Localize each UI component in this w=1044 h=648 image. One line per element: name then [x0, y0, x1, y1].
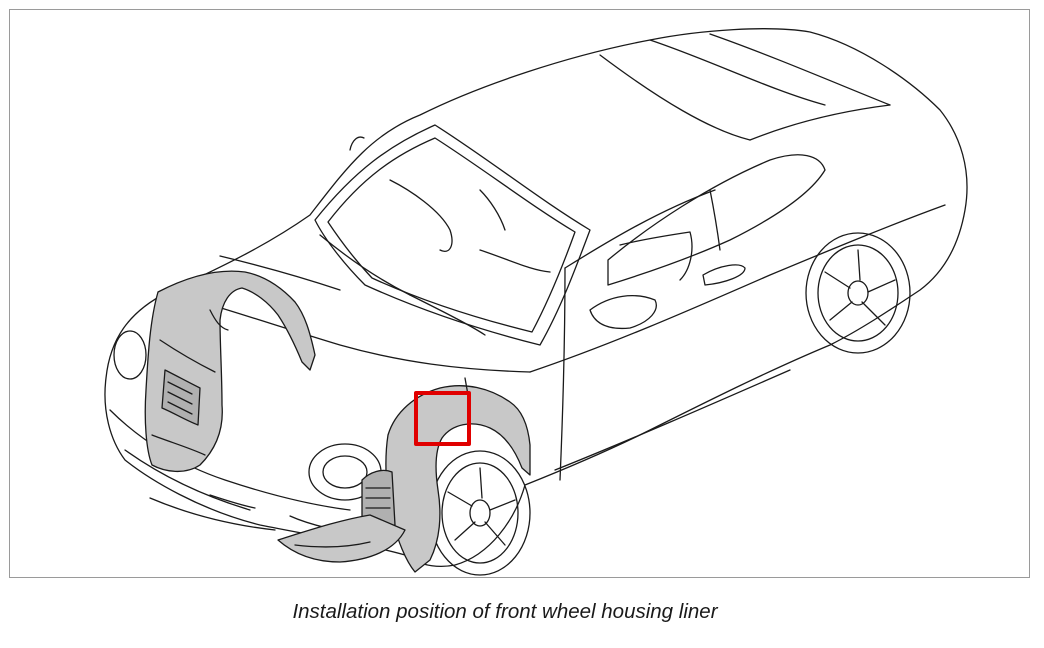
diagram-frame — [9, 9, 1030, 578]
highlight-marker — [414, 391, 471, 446]
wheel-housing-liner-installed — [277, 377, 531, 573]
rear-wheel — [805, 232, 911, 354]
car-body-outline — [104, 28, 968, 567]
wheel-housing-liner-left — [144, 270, 316, 473]
car-diagram — [104, 28, 968, 576]
figure-caption: Installation position of front wheel hou… — [292, 600, 718, 623]
front-wheel — [429, 450, 531, 576]
